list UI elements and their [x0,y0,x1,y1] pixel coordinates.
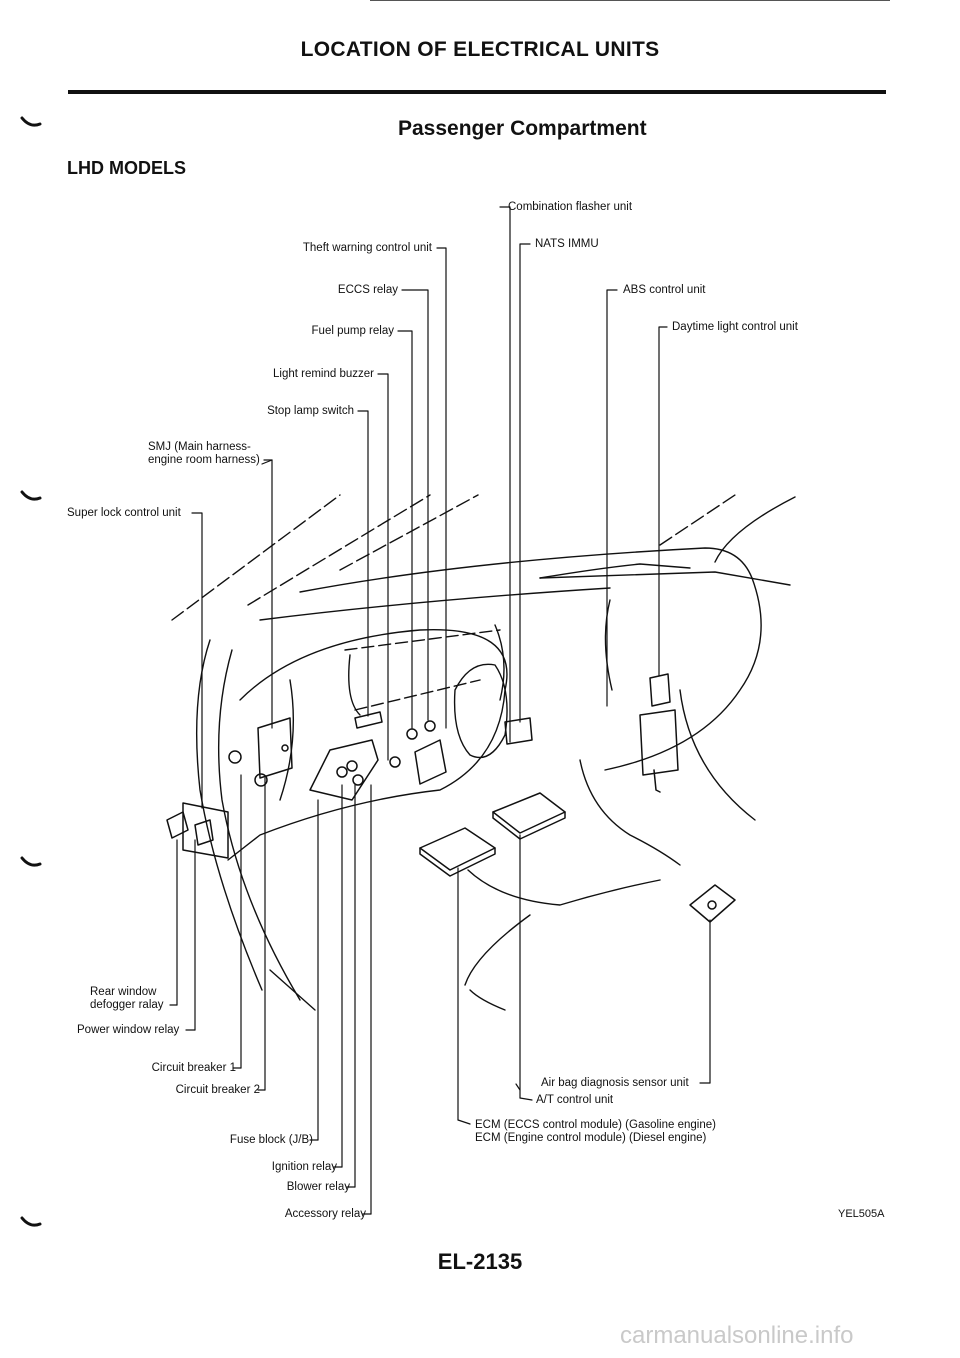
label-blower-relay: Blower relay [286,1181,350,1193]
models-heading: LHD MODELS [67,158,186,178]
label-nats-immu: NATS IMMU [535,238,599,250]
figure-code: YEL505A [838,1208,885,1220]
component-shapes [166,673,736,923]
label-ignition-relay: Ignition relay [271,1161,337,1173]
section-subtitle: Passenger Compartment [398,117,647,140]
label-power-window-relay: Power window relay [77,1024,180,1036]
label-fuel-pump-relay: Fuel pump relay [311,325,394,337]
margin-ticks [20,116,42,1227]
label-accessory-relay: Accessory relay [284,1208,366,1220]
top-edge-rule [370,0,890,1]
label-rear-defogger-line2: defogger ralay [90,999,164,1011]
label-fuse-block: Fuse block (J/B) [229,1134,313,1146]
label-smj-line1: SMJ (Main harness- [148,441,251,453]
label-super-lock-control-unit: Super lock control unit [67,507,181,519]
label-at-control-unit: A/T control unit [536,1094,614,1106]
pillar-outline [195,496,796,1011]
label-combination-flasher-unit: Combination flasher unit [508,201,633,213]
label-circuit-breaker-2: Circuit breaker 2 [175,1084,260,1096]
page-number: EL-2135 [437,1249,523,1274]
label-stop-lamp-switch: Stop lamp switch [267,405,354,417]
page-title: LOCATION OF ELECTRICAL UNITS [300,38,660,61]
title-underline [68,90,886,94]
label-smj-line2: engine room harness) [148,454,260,466]
label-light-remind-buzzer: Light remind buzzer [273,368,374,380]
label-daytime-light-control-unit: Daytime light control unit [672,321,798,333]
watermark: carmanualsonline.info [620,1322,854,1349]
windshield-outline [171,494,736,621]
label-abs-control-unit: ABS control unit [623,284,706,296]
label-circuit-breaker-1: Circuit breaker 1 [151,1062,236,1074]
label-ecm-diesel: ECM (Engine control module) (Diesel engi… [475,1132,707,1144]
label-theft-warning-control-unit: Theft warning control unit [302,242,432,254]
label-ecm-gasoline: ECM (ECCS control module) (Gasoline engi… [475,1119,716,1131]
label-air-bag-diagnosis-sensor-unit: Air bag diagnosis sensor unit [541,1077,689,1089]
label-rear-defogger-line1: Rear window [90,986,157,998]
leader-lines [176,206,711,1215]
label-eccs-relay: ECCS relay [337,284,398,296]
